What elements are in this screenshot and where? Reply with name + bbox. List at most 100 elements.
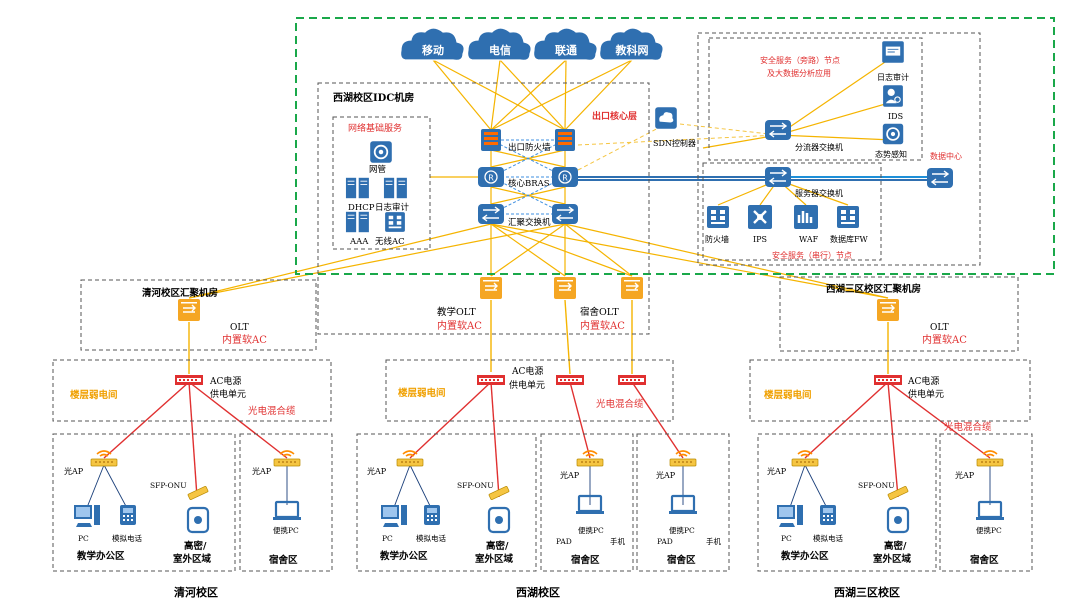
fiber-cable [409, 381, 492, 459]
isp-label: 电信 [489, 43, 511, 57]
builtin-ac-label: 内置软AC [580, 319, 625, 332]
ap-endpoint-link [409, 464, 433, 511]
pad-label: PAD [657, 537, 673, 546]
fiber-cable [490, 381, 500, 498]
firewall-icon [555, 129, 575, 151]
teaching-office-label: 教学办公区 [379, 550, 428, 562]
situational-label: 态势感知 [875, 149, 907, 159]
olt-label: OLT [230, 323, 249, 333]
power-unit-label: 供电单元 [509, 379, 545, 391]
optical-ap-label: 光AP [767, 466, 787, 476]
isp-uplink [490, 59, 567, 131]
olt-label: OLT [930, 323, 949, 333]
high-density-label: 高密/ [884, 540, 907, 552]
ac-power-label: AC电源 [209, 375, 241, 387]
network-services-title: 网络基础服务 [348, 122, 402, 134]
sdn-controller-icon [655, 107, 677, 129]
hybrid-cable-label: 光电混合缆 [944, 421, 992, 433]
splitter-switch-icon [764, 119, 792, 141]
firewall-icon [481, 129, 501, 151]
dhcp-server-icon [345, 177, 370, 199]
hybrid-cable-label: 光电混合缆 [248, 405, 296, 417]
ac-power-icon [556, 375, 584, 385]
builtin-ac-label: 内置软AC [922, 333, 967, 346]
optical-ap-icon [791, 450, 819, 467]
agg-olt-link [490, 223, 566, 277]
fiber-cable [188, 381, 288, 459]
sdn-link [577, 134, 779, 146]
ids-label: IDS [888, 112, 903, 121]
serial-firewall-icon [707, 206, 729, 228]
optical-ap-label: 光AP [656, 470, 676, 480]
fiber-cable [887, 381, 991, 459]
xihu-campus-name: 西湖校区 [516, 585, 560, 599]
pc-label: PC [382, 534, 393, 543]
pc-icon [381, 505, 407, 527]
egress-firewall-label: 出口防火墙 [508, 142, 551, 153]
qinghe-floor-box [52, 359, 332, 422]
fiber-cable [631, 381, 684, 459]
isp-uplink [432, 59, 492, 131]
analog-phone-icon [820, 505, 836, 525]
agg-olt-link [490, 223, 633, 277]
sfp-onu-icon [187, 485, 209, 501]
ac-power-label: AC电源 [511, 365, 543, 377]
optical-ap-icon [976, 450, 1004, 467]
db-fw-icon [837, 206, 859, 228]
optical-ap-icon [396, 450, 424, 467]
sfp-onu-label: SFP-ONU [858, 481, 895, 490]
outdoor-area-label: 室外区域 [873, 553, 912, 565]
isp-label: 移动 [422, 43, 444, 57]
splitter-link [777, 59, 889, 136]
security-area-box [697, 32, 981, 266]
data-center-icon [926, 167, 954, 189]
server-switch-icon [764, 166, 792, 188]
optical-ap-icon [90, 450, 118, 467]
laptop-label: 便携PC [669, 525, 695, 535]
floor-room-label: 楼层弱电间 [764, 389, 812, 401]
qinghe-room-title: 清河校区汇聚机房 [142, 287, 218, 299]
wireless-ac-icon [385, 212, 405, 232]
ap-endpoint-link [392, 464, 411, 511]
aaa-label: AAA [349, 237, 369, 247]
qinghe-office-box [52, 433, 236, 572]
db-fw-label: 数据库FW [830, 234, 869, 244]
sdn-link [679, 123, 779, 136]
situational-icon [881, 122, 905, 146]
core-dash-link [490, 139, 566, 178]
region-boxes [52, 17, 1055, 572]
qinghe-campus-name: 清河校区 [174, 585, 218, 599]
xihu-dorm-box-1 [540, 433, 634, 572]
dorm-label: 宿舍区 [667, 554, 696, 566]
fiber-cable [569, 381, 591, 459]
olt-icon [620, 276, 644, 300]
pc-label: PC [78, 534, 89, 543]
mobile-label: 手机 [706, 536, 721, 546]
builtin-ac-label: 内置软AC [437, 319, 482, 332]
ap-endpoint-link [804, 464, 829, 511]
router-icon [551, 166, 579, 188]
aggregation-switch-label: 汇聚交换机 [508, 217, 551, 228]
ap-endpoint-link [85, 464, 105, 511]
switch-icon [551, 203, 579, 225]
optical-ap-label: 光AP [367, 466, 387, 476]
egress-layer-label: 出口核心层 [592, 110, 637, 122]
olt-icon [553, 276, 577, 300]
pad-label: PAD [556, 537, 572, 546]
xihu-dorm-box-2 [636, 433, 730, 572]
olt-icon [177, 298, 201, 322]
xihu3-room-box [779, 276, 1019, 352]
isp-label: 教科网 [615, 43, 649, 57]
isp-uplink [564, 59, 567, 131]
log-audit-icon [881, 40, 905, 64]
ips-label: IPS [753, 235, 767, 244]
ap-endpoint-link [103, 464, 129, 511]
ips-icon [746, 203, 774, 231]
hybrid-cable-label: 光电混合缆 [596, 398, 644, 410]
dorm-label: 宿舍区 [571, 554, 600, 566]
fiber-cable [804, 381, 889, 459]
dorm-olt-label: 宿舍OLT [580, 306, 619, 318]
idc-title: 西湖校区IDC机房 [333, 91, 414, 104]
agg-olt-link [564, 223, 633, 277]
onu-device-icon [186, 506, 210, 534]
